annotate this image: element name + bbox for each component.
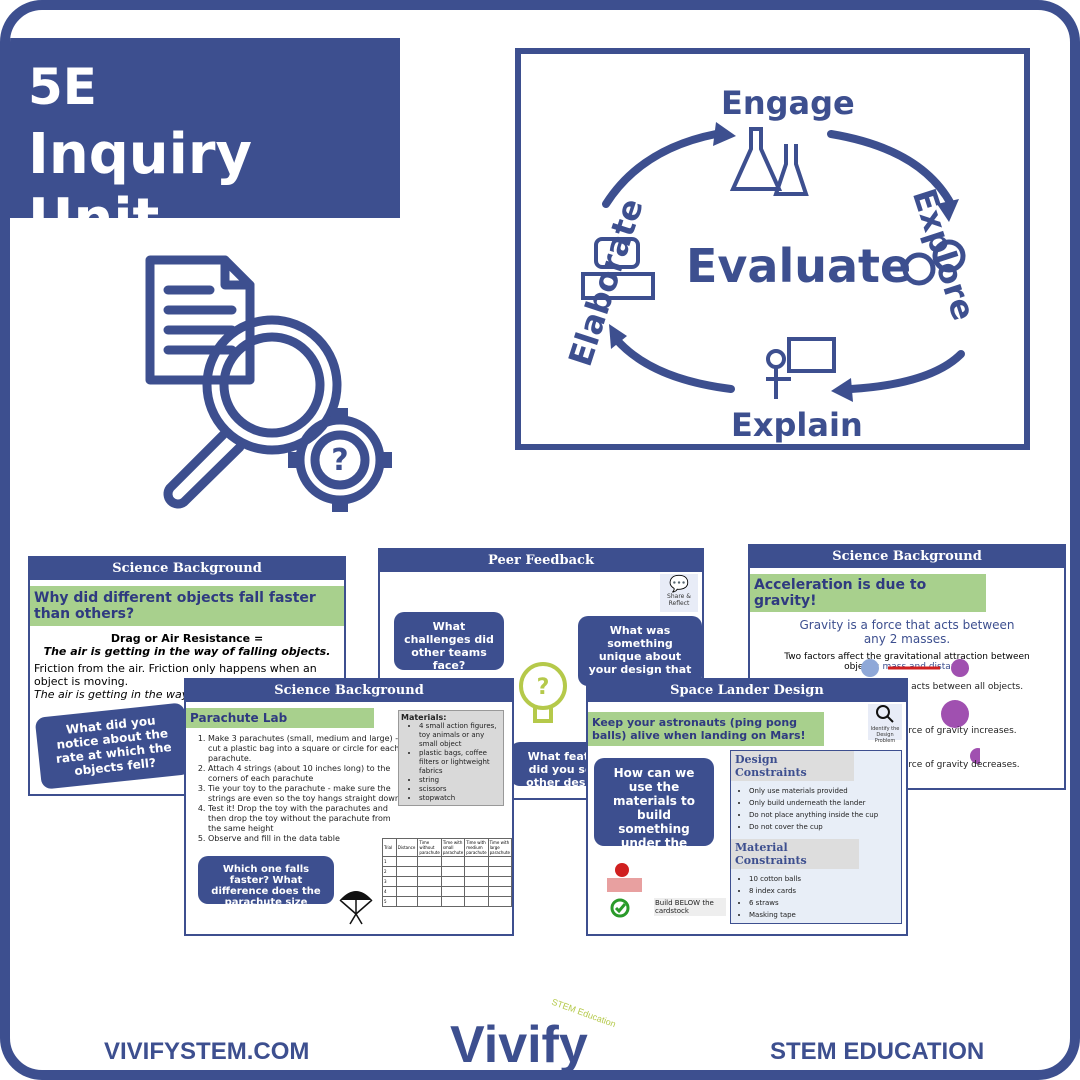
svg-text:?: ? xyxy=(331,443,348,478)
vivify-logo: Vivify xyxy=(450,1016,588,1074)
materials-box: Materials: 4 small action figures, toy a… xyxy=(398,710,504,806)
question-bubble: Which one falls faster? What difference … xyxy=(198,856,334,919)
table-cell: 2 xyxy=(382,866,397,877)
slide-science-background-drag: Science Background Why did different obj… xyxy=(28,556,346,796)
constraint-item: Do not place anything inside the cup xyxy=(749,809,901,821)
constraint-item: Only use materials provided xyxy=(749,785,901,797)
share-reflect-badge: 💬 Share & Reflect xyxy=(660,574,698,612)
question-bubble: How can we use the materials to build so… xyxy=(594,758,714,864)
table-row: 4 xyxy=(382,886,512,897)
footer-website: VIVIFYSTEM.COM xyxy=(104,1038,310,1065)
table-header: Time with small parachute xyxy=(440,838,466,857)
table-header: Time with large parachute xyxy=(487,838,512,857)
table-row: 1 xyxy=(382,856,512,867)
gravity-balls-icon xyxy=(861,659,980,764)
table-cell: 5 xyxy=(382,896,397,907)
slide-header: Science Background xyxy=(30,558,344,580)
slide-header: Space Lander Design xyxy=(588,680,906,702)
material-item: stopwatch xyxy=(419,794,501,803)
slide-question: Why did different objects fall faster th… xyxy=(30,586,344,626)
material-constraints-list: 10 cotton balls 8 index cards 6 straws M… xyxy=(731,873,901,921)
table-cell: 1 xyxy=(382,856,397,867)
gravity-fact-1: The force of gravity acts between all ob… xyxy=(820,682,1024,692)
step-item: Tie your toy to the parachute - make sur… xyxy=(208,784,404,804)
slide-header: Peer Feedback xyxy=(380,550,702,572)
table-row: 5 xyxy=(382,896,512,907)
lightbulb-question-icon: ? xyxy=(519,662,567,723)
material-item: 4 small action figures, toy animals or a… xyxy=(419,722,501,749)
material-item: plastic bags, coffee filters or lightwei… xyxy=(419,749,501,776)
parachute-icon xyxy=(339,891,373,925)
badge-label: Share & Reflect xyxy=(667,593,691,607)
cycle-arrows-icon xyxy=(581,122,966,402)
step-item: Make 3 parachutes (small, medium and lar… xyxy=(208,734,404,764)
cycle-engage: Engage xyxy=(721,84,855,122)
table-cell: 3 xyxy=(382,876,397,887)
design-problem-badge: Identify the Design Problem xyxy=(868,704,902,744)
constraint-item: 6 straws xyxy=(749,897,901,909)
footer-tagline: STEM EDUCATION xyxy=(770,1038,985,1065)
design-constraints-list: Only use materials provided Only build u… xyxy=(731,785,901,833)
table-header-row: Trial Distance Time without parachute Ti… xyxy=(382,838,512,857)
build-caption: Build BELOW the cardstock xyxy=(654,898,726,916)
material-constraints-title: Material Constraints xyxy=(731,839,859,869)
slide-title: Acceleration is due to gravity! xyxy=(750,574,986,612)
inquiry-magnifier-icon: ? xyxy=(145,255,392,512)
drag-subtitle: The air is getting in the way of falling… xyxy=(43,645,331,658)
slide-parachute-lab: Science Background Parachute Lab Make 3 … xyxy=(184,678,514,936)
materials-title: Materials: xyxy=(401,713,447,722)
step-item: Test it! Drop the toy with the parachute… xyxy=(208,804,404,834)
cycle-explain: Explain xyxy=(731,406,863,444)
five-e-cycle-panel: Engage Explore Explain Elaborate Evaluat… xyxy=(515,48,1030,450)
svg-text:?: ? xyxy=(537,675,550,700)
table-cell: 4 xyxy=(382,886,397,897)
slide-header: Science Background xyxy=(750,546,1064,568)
speech-icon: 💬 xyxy=(669,574,689,593)
question-bubble: What did you notice about the rate at wh… xyxy=(34,702,192,790)
gravity-fact-2: The force of gravity increases. xyxy=(880,726,1017,736)
constraint-item: Only build underneath the lander xyxy=(749,797,901,809)
table-header: Time with medium parachute xyxy=(464,838,489,857)
title-line-2: Inquiry Unit xyxy=(28,122,252,252)
lander-check-icon xyxy=(607,863,642,918)
slide-header: Science Background xyxy=(186,680,512,702)
bubble-unique: What was something unique about your des… xyxy=(578,616,702,715)
badge-label: Identify the Design Problem xyxy=(870,726,900,744)
title-line-1: 5E xyxy=(28,58,97,116)
material-item: scissors xyxy=(419,785,501,794)
title-block: 5E Inquiry Unit xyxy=(10,38,400,252)
parachute-steps: Make 3 parachutes (small, medium and lar… xyxy=(190,734,404,844)
magnifier-icon xyxy=(876,705,894,723)
constraint-item: Do not cover the cup xyxy=(749,821,901,833)
gravity-line: Gravity is a force that acts between any… xyxy=(799,618,1015,646)
data-table: Trial Distance Time without parachute Ti… xyxy=(382,838,512,907)
slide-title: Keep your astronauts (ping pong balls) a… xyxy=(588,712,824,746)
bubble-challenges: What challenges did other teams face? xyxy=(394,612,504,672)
gravity-fact-3: The force of gravity decreases. xyxy=(880,760,1020,770)
drag-title: Drag or Air Resistance = xyxy=(110,632,264,645)
design-constraints-title: Design Constraints xyxy=(731,751,854,781)
constraint-item: 8 index cards xyxy=(749,885,901,897)
friction-text: Friction from the air. Friction only hap… xyxy=(34,662,317,688)
table-header: Trial xyxy=(382,838,397,857)
table-row: 3 xyxy=(382,876,512,887)
constraint-item: Masking tape xyxy=(749,909,901,921)
materials-list: 4 small action figures, toy animals or a… xyxy=(401,722,501,803)
slide-space-lander-design: Space Lander Design Identify the Design … xyxy=(586,678,908,936)
table-row: 2 xyxy=(382,866,512,877)
table-header: Time without parachute xyxy=(417,838,442,857)
step-item: Observe and fill in the data table xyxy=(208,834,404,844)
cycle-evaluate: Evaluate xyxy=(686,239,912,293)
slide-title: Parachute Lab xyxy=(186,708,374,728)
constraint-item: 10 cotton balls xyxy=(749,873,901,885)
step-item: Attach 4 strings (about 10 inches long) … xyxy=(208,764,404,784)
material-item: string xyxy=(419,776,501,785)
constraints-panel: Design Constraints Only use materials pr… xyxy=(730,750,902,924)
table-header: Distance xyxy=(395,838,419,857)
